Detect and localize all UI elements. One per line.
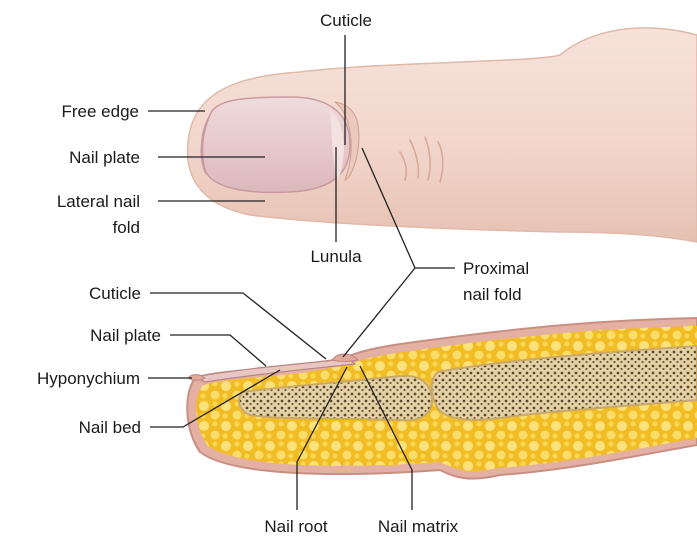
finger-top-view xyxy=(188,28,697,242)
label-cuticle-bottom: Cuticle xyxy=(89,284,141,303)
label-nail-plate-bottom: Nail plate xyxy=(90,326,161,345)
finger-cross-section xyxy=(187,318,697,479)
label-hyponychium: Hyponychium xyxy=(37,369,140,388)
label-proximal-nail-fold-line2: nail fold xyxy=(463,285,522,304)
label-nail-matrix: Nail matrix xyxy=(378,517,459,536)
leader-cuticle-bottom xyxy=(150,293,326,359)
leader-nail-plate-bottom xyxy=(170,335,266,366)
label-nail-plate-top: Nail plate xyxy=(69,148,140,167)
label-lateral-nail-fold-line2: fold xyxy=(113,218,140,237)
nail-plate-surface xyxy=(203,97,350,192)
label-lateral-nail-fold-line1: Lateral nail xyxy=(57,192,140,211)
label-nail-bed: Nail bed xyxy=(79,418,141,437)
label-lunula: Lunula xyxy=(310,247,362,266)
label-proximal-nail-fold-line1: Proximal xyxy=(463,259,529,278)
label-cuticle-top: Cuticle xyxy=(320,11,372,30)
label-free-edge: Free edge xyxy=(62,102,140,121)
label-nail-root: Nail root xyxy=(264,517,328,536)
